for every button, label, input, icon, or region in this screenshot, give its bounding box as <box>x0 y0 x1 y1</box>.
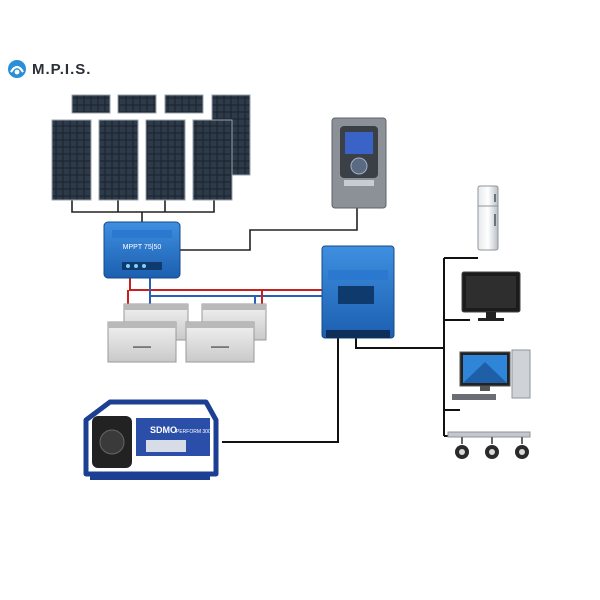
dc-negative-wire <box>149 278 326 297</box>
controller-label: MPPT 75|50 <box>123 244 162 251</box>
spotlights-icon <box>447 431 531 459</box>
generator-model: PERFORM 3000 <box>176 429 214 435</box>
dc-positive-wire <box>129 278 326 291</box>
tv-icon <box>461 271 521 321</box>
solar-panel-icon <box>98 119 139 201</box>
charge-controller: MPPT 75|50 <box>103 221 181 279</box>
solar-panel-icon <box>192 119 233 201</box>
solar-panel-icon <box>164 94 204 114</box>
battery-bank: ▬▬▬ ▬▬▬ <box>107 303 267 363</box>
inverter-charger <box>321 245 395 339</box>
solar-panel-icon <box>51 119 92 201</box>
fridge-icon <box>477 185 499 251</box>
logo-text: M.P.I.S. <box>32 60 92 78</box>
remote-control-panel <box>331 117 387 209</box>
generator: SDMO PERFORM 3000 <box>83 399 219 480</box>
svg-text:▬▬▬: ▬▬▬ <box>133 344 151 350</box>
generator-brand: SDMO <box>150 425 177 435</box>
solar-panel-array <box>51 94 251 201</box>
dc-negative-drop <box>149 296 256 304</box>
dc-positive-drop <box>127 290 263 304</box>
battery-icon: ▬▬▬ <box>185 321 255 363</box>
remote-screen <box>345 132 373 154</box>
brand-logo: M.P.I.S. <box>6 58 91 80</box>
solar-panel-icon <box>145 119 186 201</box>
panel-string-wire <box>71 200 215 213</box>
logo-icon <box>8 60 26 78</box>
inverter-to-generator-wire <box>222 338 339 443</box>
solar-panel-icon <box>117 94 157 114</box>
inverter-to-loads-wire <box>355 338 444 349</box>
remote-dial-icon <box>350 157 368 175</box>
svg-text:▬▬▬: ▬▬▬ <box>211 344 229 350</box>
computer-icon <box>452 349 531 400</box>
controller-to-remote-wire <box>180 207 358 251</box>
solar-panel-icon <box>71 94 111 114</box>
wiring <box>71 200 478 443</box>
battery-icon: ▬▬▬ <box>107 321 177 363</box>
panel-string-wire <box>117 200 166 212</box>
